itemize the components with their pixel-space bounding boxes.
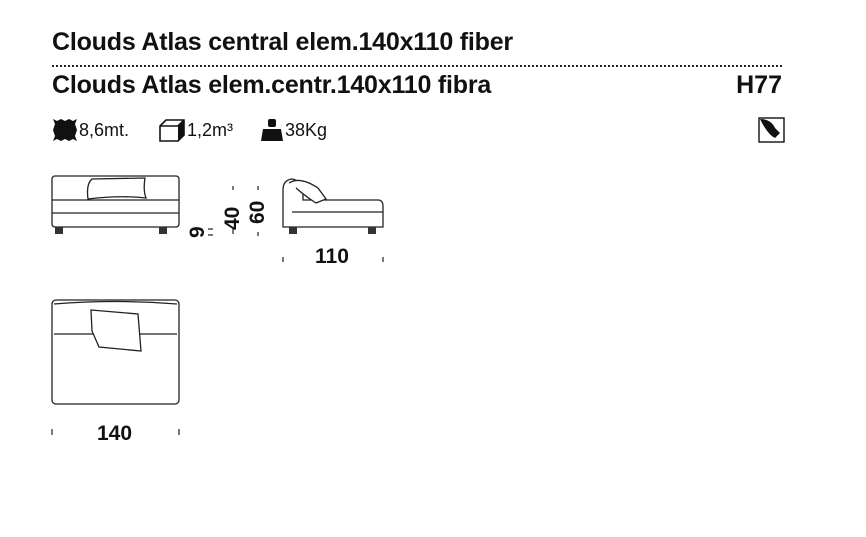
depth-dimension: 110 — [315, 245, 349, 268]
top-view — [51, 299, 180, 435]
width-dimension: 140 — [97, 422, 133, 445]
product-code: H77 — [736, 71, 782, 99]
spec-volume: 1,2m³ — [158, 118, 233, 142]
height-ticks — [208, 186, 259, 236]
volume-amount: 1,2m³ — [187, 119, 234, 140]
weight-amount: 38Kg — [285, 119, 328, 140]
title-divider — [52, 65, 782, 67]
side-view — [282, 178, 384, 262]
box-volume-icon — [158, 118, 187, 142]
title-italian: Clouds Atlas elem.centr.140x110 fibra — [52, 71, 492, 99]
seat-height-dimension: 40 — [221, 206, 244, 230]
fabric-swatch-icon — [52, 118, 79, 142]
title-english: Clouds Atlas central elem.140x110 fiber — [52, 28, 513, 56]
leg-height-dimension: 9 — [186, 226, 209, 238]
overall-height-dimension: 60 — [246, 200, 269, 224]
fabric-amount: 8,6mt. — [79, 119, 130, 140]
spec-fabric: 8,6mt. — [52, 118, 129, 142]
front-view — [51, 175, 180, 234]
spec-weight: 38Kg — [260, 118, 327, 142]
fabric-flag-icon — [758, 117, 785, 148]
weight-icon — [260, 118, 285, 142]
